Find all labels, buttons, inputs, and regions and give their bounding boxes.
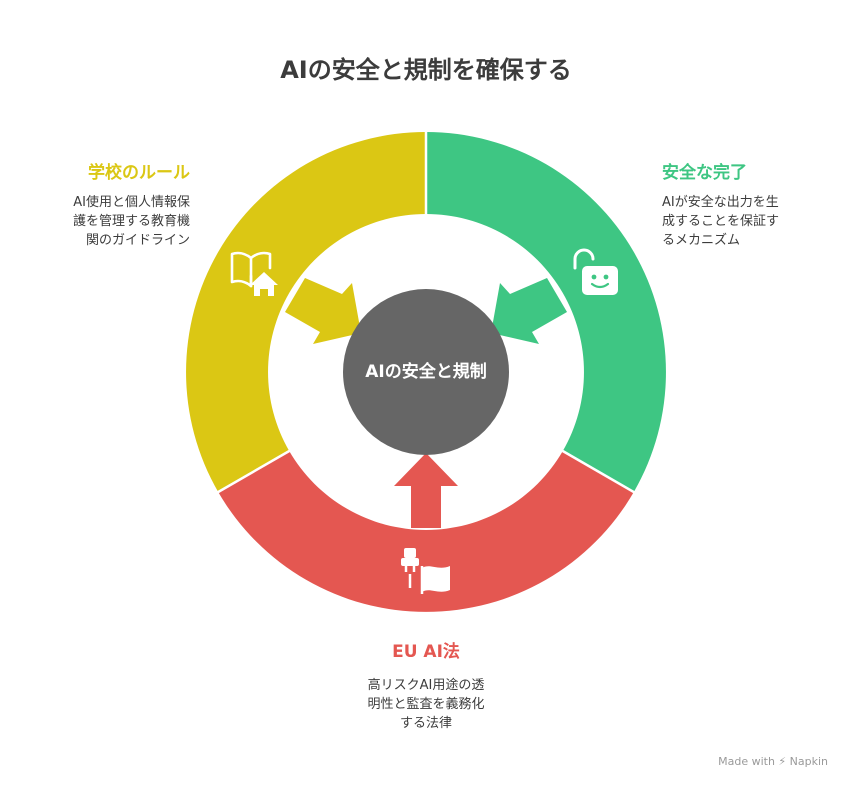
arrow-left: [285, 278, 361, 344]
unlocked-smile-icon: [573, 248, 618, 295]
segment-bottom: [218, 451, 634, 612]
house-icon: [250, 272, 278, 296]
segment-right: [426, 132, 666, 492]
center-circle: [343, 289, 509, 455]
description-line: 明性と監査を義務化: [367, 697, 485, 712]
description-line: AI使用と個人情報保: [73, 195, 190, 210]
arrow-bottom: [394, 453, 458, 528]
description-line: 護を管理する教育機: [72, 214, 190, 229]
description-line: 高リスクAI用途の透: [367, 678, 485, 693]
description-line: AIが安全な出力を生: [662, 195, 779, 210]
segment-left-description: AI使用と個人情報保 護を管理する教育機 関のガイドライン: [73, 193, 190, 250]
flag-plug-icon: [401, 548, 450, 594]
description-line: する法律: [399, 716, 452, 731]
description-line: 関のガイドライン: [85, 233, 190, 248]
description-line: 成することを保証す: [662, 214, 780, 229]
arrow-right: [491, 278, 567, 344]
page-title: AIの安全と規制を確保する: [280, 56, 572, 84]
segment-bottom-title: EU AI法: [392, 642, 460, 662]
segment-left-title: 学校のルール: [88, 163, 190, 183]
segment-bottom-description: 高リスクAI用途の透 明性と監査を義務化 する法律: [326, 676, 526, 733]
center-label: AIの安全と規制: [365, 362, 487, 382]
segment-right-title: 安全な完了: [662, 163, 747, 183]
napkin-credit[interactable]: Made with ⚡ Napkin: [718, 755, 828, 768]
segment-left: [186, 132, 426, 492]
description-line: るメカニズム: [662, 233, 741, 248]
segment-right-description: AIが安全な出力を生 成することを保証す るメカニズム: [662, 193, 779, 250]
